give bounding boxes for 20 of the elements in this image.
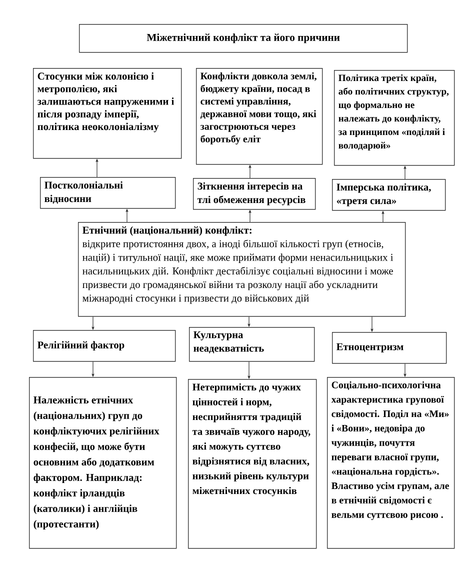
arrow — [92, 316, 94, 330]
description-box: Конфлікти довкола землі, бюджету країни, посад в системі управління, державної мови тощо, які загострюються через боротьбу еліт — [196, 68, 323, 165]
category-box: Релігійний фактор — [33, 330, 176, 362]
arrow — [248, 361, 250, 379]
category-box: Постколоніальні відносини — [40, 177, 176, 209]
category-box: Етноцентризм — [332, 332, 447, 364]
description-box: Стосунки між колонією і метрополією, які залишаються напруженими і після розпаду імперії, політика неоколоніалізму — [33, 68, 182, 159]
category-box: Культурна неадекватність — [189, 327, 315, 362]
definition-box: Етнічний (національний) конфлікт: відкрите протистояння двох, а іноді більшої кількості груп (етносів, націй) і титульної нації, яке може приймати форми ненасильницьких і насильницьких дій. Конфлікт дестабілізує соціальні відносини і може призвести до громадянської війни та розколу нації або ускладнити міжнародні стосунки і призвести до військових дій — [78, 222, 406, 317]
arrow — [92, 361, 94, 377]
category-box: Зіткнення інтересів на тлі обмеження ресурсів — [193, 178, 316, 210]
title-box: Міжетнічний конфлікт та його причини — [79, 24, 408, 53]
description-box: Нетерпимість до чужих цінностей і норм, несприйняття традицій та звичаїв чужого народу, які можуть суттєво відрізнятися від власних, низький рівень культури міжетнічних стосунків — [188, 379, 317, 549]
arrow — [404, 363, 406, 377]
description-box: Належність етнічних (національних) груп до конфліктуючих релігійних конфесій, що може бути основним або додатковим фактором. Наприклад: конфлікт ірландців (католики) і англійців (протестанти) — [29, 377, 177, 549]
description-box: Політика третіх країн, або політичних структур, що формально не належать до конфлікту, за принципом «поділяй і володарюй» — [334, 70, 455, 166]
description-box: Соціально-психологічна характеристика групової свідомості. Поділ на «Ми» і «Вони», недовіра до чужинців, почуття переваги власної групи, «національна гордість». Властиво усім групам, але в етнічній свідомості є вельми суттєвою рисою . — [327, 377, 455, 549]
arrow — [370, 316, 374, 332]
category-box: Імперська політика, «третя сила» — [332, 179, 446, 211]
arrow — [248, 316, 250, 327]
